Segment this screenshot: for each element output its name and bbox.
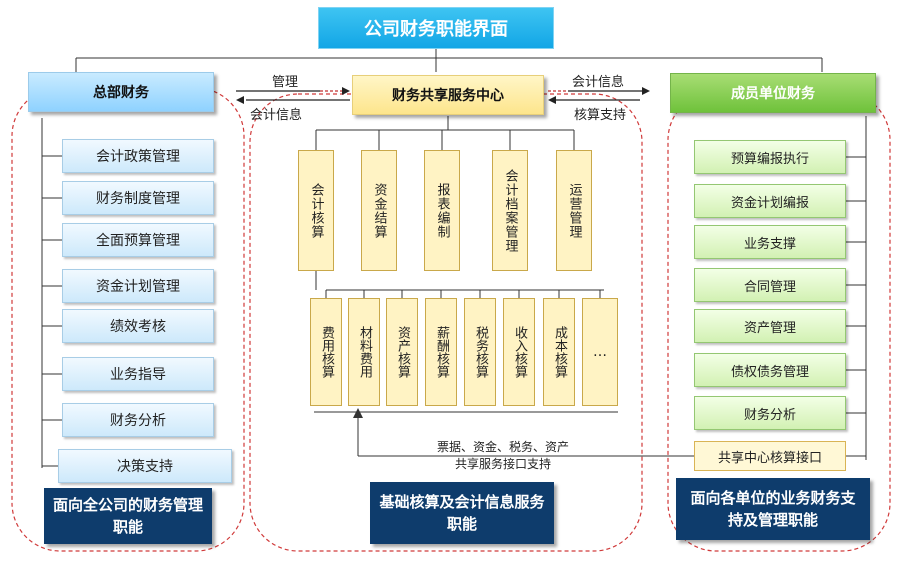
left-item: 财务制度管理 [62,181,214,215]
right-item: 资产管理 [694,309,846,343]
arrow-label-accounting-info-right: 会计信息 [572,75,625,90]
hq-finance-header: 总部财务 [28,72,214,112]
left-item: 资金计划管理 [62,269,214,303]
arrow-head-left-2 [548,96,556,104]
arrow-label-accounting-info-left: 会计信息 [250,108,303,123]
center-top-box: 报表编制 [424,150,460,271]
interface-caption-line1: 票据、资金、税务、资产 [436,440,569,454]
arrow-head-right-2 [642,87,650,95]
shared-service-center-header: 财务共享服务中心 [352,75,544,115]
interface-caption: 票据、资金、税务、资产 共享服务接口支持 [396,439,610,473]
center-sub-box: 税务核算 [464,298,496,406]
arrow-label-manage: 管理 [272,75,299,90]
right-item: 资金计划编报 [694,184,846,218]
arrow-head-right [342,87,350,95]
member-unit-finance-header: 成员单位财务 [670,73,876,113]
center-sub-box: 薪酬核算 [425,298,457,406]
center-top-box: 运营管理 [556,150,592,271]
accounting-interface-box: 共享中心核算接口 [694,441,846,471]
left-item: 会计政策管理 [62,139,214,173]
right-item: 财务分析 [694,396,846,430]
center-sub-box: 收入核算 [503,298,535,406]
left-footer-label: 面向全公司的财务管理职能 [44,488,212,544]
interface-caption-line2: 共享服务接口支持 [454,457,551,471]
center-top-box: 资金结算 [361,150,397,271]
page-title: 公司财务职能界面 [318,7,554,49]
left-item: 决策支持 [58,449,232,483]
right-footer-label: 面向各单位的业务财务支持及管理职能 [676,478,870,540]
center-sub-box: 材料费用 [348,298,380,406]
center-top-box: 会计核算 [298,150,334,271]
center-sub-box: 资产核算 [386,298,418,406]
center-footer-label: 基础核算及会计信息服务职能 [370,482,554,544]
left-item: 业务指导 [62,357,214,391]
center-sub-box: 成本核算 [543,298,575,406]
right-item: 预算编报执行 [694,140,846,174]
arrow-head-left [236,96,244,104]
arrow-label-accounting-support: 核算支持 [574,108,627,123]
center-sub-box-more: … [582,298,618,406]
left-item: 财务分析 [62,403,214,437]
left-group-outline [11,87,245,552]
right-item: 合同管理 [694,268,846,302]
left-item: 全面预算管理 [62,223,214,257]
center-sub-box: 费用核算 [310,298,342,406]
right-item: 债权债务管理 [694,353,846,387]
center-top-box: 会计档案管理 [492,150,528,271]
left-item: 绩效考核 [62,309,214,343]
right-item: 业务支撑 [694,225,846,259]
